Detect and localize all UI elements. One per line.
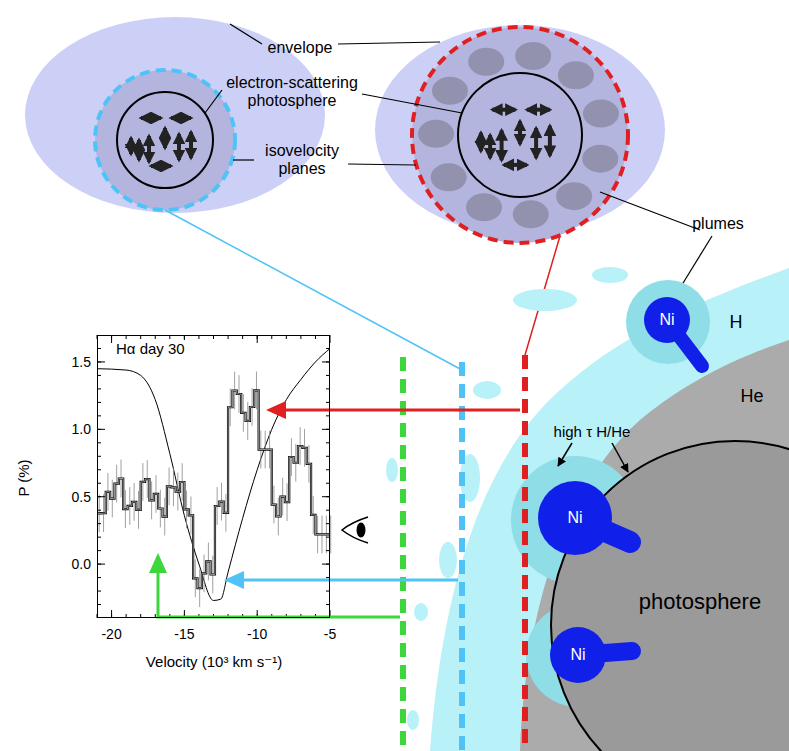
annotation-label: electron-scattering photosphere: [210, 74, 375, 111]
axis-label: P (%): [15, 459, 32, 496]
axis-label: Velocity (10³ km s⁻¹): [146, 653, 282, 670]
nickel-blob: [540, 615, 640, 705]
observer-eye: [342, 517, 368, 543]
tick-label: 1.5: [72, 354, 91, 370]
region-label: photosphere: [639, 590, 761, 614]
layer-label: H: [730, 312, 743, 333]
tick-label: -10: [247, 626, 267, 642]
leader-lines: [205, 24, 712, 288]
tick-label: 1.0: [72, 421, 91, 437]
element-label: Ni: [659, 311, 674, 329]
annotation-label: high τ H/He: [554, 423, 631, 440]
chart-title: Hα day 30: [114, 340, 187, 359]
nickel-plume: Ni: [540, 615, 640, 705]
isovelocity-line: [459, 362, 465, 751]
mapping-arrows: [149, 401, 520, 617]
tick-label: -5: [324, 626, 336, 642]
isovelocity-line: [400, 357, 406, 751]
pointer-arrows: [558, 443, 628, 472]
layer-label: He: [740, 386, 763, 407]
annotation-label: isovelocity planes: [252, 142, 352, 179]
envelope-plumes: [375, 25, 665, 243]
tick-label: 0.0: [72, 556, 91, 572]
tick-label: -15: [174, 626, 194, 642]
polarization-chart: [97, 335, 331, 618]
nickel-blob: [630, 280, 720, 372]
chart-panel: Hα day 30: [97, 335, 330, 618]
nickel-blob: [530, 470, 640, 580]
isovelocity-line: [522, 355, 528, 751]
annotation-label: envelope: [268, 39, 333, 57]
annotation-label: plumes: [692, 215, 744, 233]
element-label: Ni: [567, 509, 582, 527]
tick-label: -20: [101, 626, 121, 642]
element-label: Ni: [570, 646, 585, 664]
tick-label: 0.5: [72, 489, 91, 505]
nickel-plume: Ni: [530, 470, 640, 580]
nickel-plume: Ni: [630, 280, 720, 372]
